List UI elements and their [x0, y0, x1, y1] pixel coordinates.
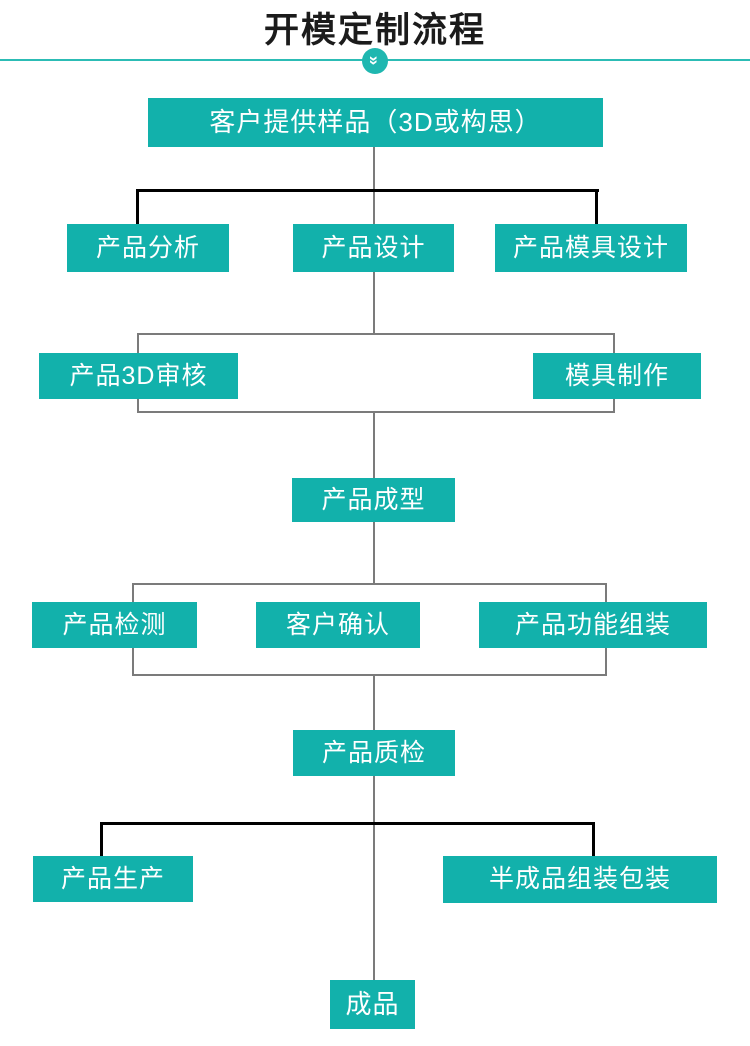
node-product-testing: 产品检测	[32, 602, 197, 648]
node-product-design: 产品设计	[293, 224, 454, 272]
node-semi-assembly-pack: 半成品组装包装	[443, 856, 717, 903]
page-title: 开模定制流程	[263, 11, 486, 50]
connector-design-to-loop1	[373, 272, 375, 334]
connector-loop1-to-molding	[373, 411, 375, 478]
connector-molding-to-loop2	[373, 522, 375, 583]
connector-qc-to-finished	[373, 776, 375, 980]
connector-loop2-to-qc	[373, 674, 375, 730]
connector-branch2-left-drop	[100, 822, 103, 856]
connector-branch1-left-drop	[136, 189, 139, 225]
node-mold-making: 模具制作	[533, 353, 701, 399]
connector-sample-to-branch1	[373, 147, 375, 225]
node-product-analysis: 产品分析	[67, 224, 229, 272]
node-quality-check: 产品质检	[293, 730, 455, 776]
connector-branch2-right-drop	[592, 822, 595, 856]
node-product-molding: 产品成型	[292, 478, 455, 522]
connector-branch2-horizontal	[100, 822, 595, 825]
chevron-glyph: »	[365, 55, 385, 65]
chevron-double-down-icon: »	[362, 48, 388, 74]
node-finished-product: 成品	[330, 980, 415, 1029]
node-3d-review: 产品3D审核	[39, 353, 238, 399]
node-production: 产品生产	[33, 856, 193, 902]
node-customer-sample: 客户提供样品（3D或构思）	[148, 98, 603, 147]
node-customer-confirm: 客户确认	[256, 602, 420, 648]
connector-branch1-right-drop	[595, 189, 598, 225]
node-mold-design: 产品模具设计	[495, 224, 687, 272]
node-function-assembly: 产品功能组装	[479, 602, 707, 648]
connector-branch1-horizontal	[136, 189, 599, 192]
